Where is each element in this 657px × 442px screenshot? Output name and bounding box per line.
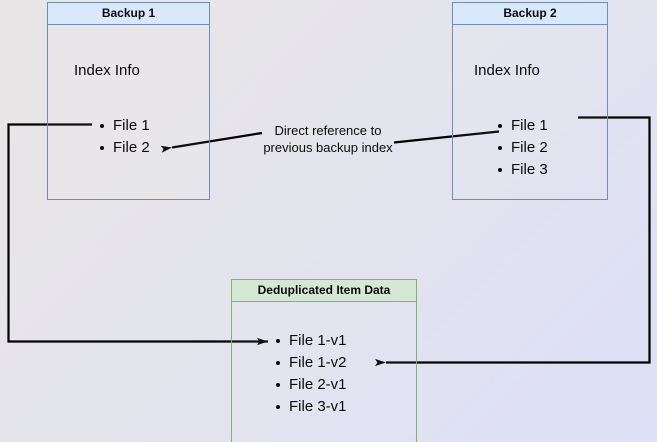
edge-label-line-1: Direct reference to [274, 123, 382, 138]
node-deduplicated-item-data[interactable]: Deduplicated Item Data File 1-v1 File 1-… [231, 279, 417, 442]
node-backup-2-header: Backup 2 [453, 3, 607, 25]
backup-2-index-info-label: Index Info [474, 62, 540, 79]
list-item: File 2-v1 [275, 374, 347, 396]
backup-2-file-list: File 1 File 2 File 3 [497, 115, 548, 181]
node-backup-2-body: Index Info File 1 File 2 File 3 [453, 25, 607, 200]
node-backup-1[interactable]: Backup 1 Index Info File 1 File 2 [47, 2, 210, 200]
list-item: File 1 [497, 115, 548, 137]
list-item: File 2 [497, 137, 548, 159]
node-backup-1-header: Backup 1 [48, 3, 209, 25]
node-backup-1-body: Index Info File 1 File 2 [48, 25, 209, 200]
list-item: File 1 [99, 115, 150, 137]
node-dedup-header: Deduplicated Item Data [232, 280, 416, 302]
node-backup-2[interactable]: Backup 2 Index Info File 1 File 2 File 3 [452, 2, 608, 200]
list-item: File 3-v1 [275, 396, 347, 418]
edge-label-line-2: previous backup index [263, 140, 393, 155]
list-item: File 1-v1 [275, 330, 347, 352]
node-dedup-body: File 1-v1 File 1-v2 File 2-v1 File 3-v1 [232, 302, 416, 442]
dedup-file-list: File 1-v1 File 1-v2 File 2-v1 File 3-v1 [275, 330, 347, 418]
list-item: File 2 [99, 137, 150, 159]
list-item: File 1-v2 [275, 352, 347, 374]
list-item: File 3 [497, 159, 548, 181]
backup-1-index-info-label: Index Info [74, 62, 140, 79]
backup-1-file-list: File 1 File 2 [99, 115, 150, 159]
edge-label-direct-reference: Direct reference to previous backup inde… [248, 122, 408, 156]
